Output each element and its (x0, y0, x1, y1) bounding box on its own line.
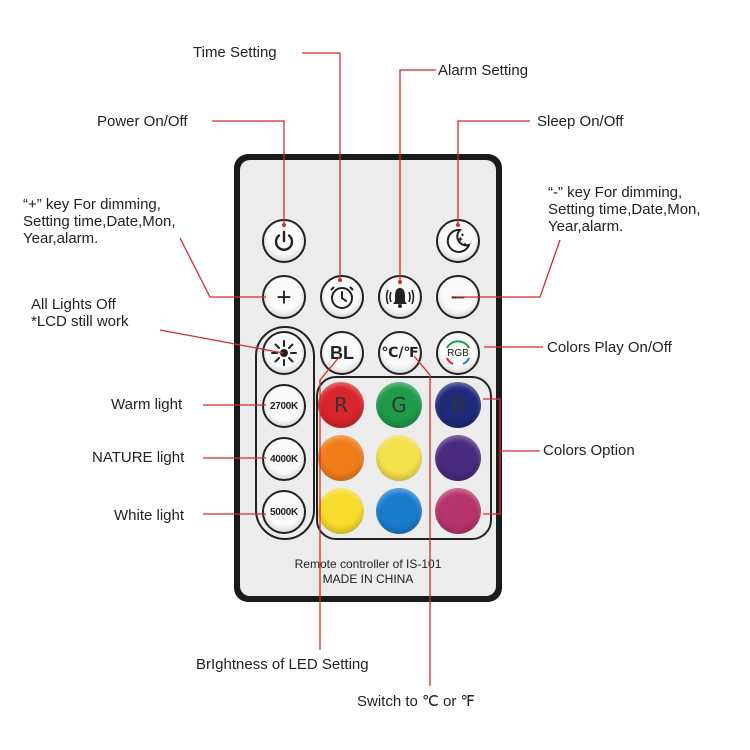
svg-text:✦: ✦ (460, 232, 465, 239)
svg-text:✦: ✦ (462, 241, 468, 249)
color-button[interactable] (376, 435, 422, 481)
label-colors-option: Colors Option (543, 442, 635, 459)
power-button[interactable] (262, 219, 306, 263)
label-time-setting: Time Setting (193, 44, 277, 61)
label-power: Power On/Off (97, 113, 188, 130)
label-brightness: BrIghtness of LED Setting (196, 656, 369, 673)
rgb-cycle-icon (446, 340, 470, 365)
minus-label: − (450, 281, 466, 312)
label-white: White light (114, 507, 185, 524)
color-button[interactable] (318, 488, 364, 534)
color-button[interactable] (376, 488, 422, 534)
label-minus-key-line: Setting time,Date,Mon, (548, 201, 701, 218)
label-all-off: All Lights Off *LCD still work (31, 296, 191, 330)
color-button-label: B (451, 393, 465, 417)
plus-label: + (276, 281, 292, 312)
color-button-label: R (334, 393, 348, 417)
label-alarm-setting: Alarm Setting (438, 62, 529, 79)
clock-icon (330, 286, 354, 309)
brightness-button[interactable]: BL (320, 331, 364, 375)
rgb-label: RGB (447, 347, 469, 359)
label-all-off-line: All Lights Off (31, 296, 116, 313)
label-plus-key-line: Setting time,Date,Mon, (23, 213, 176, 230)
color-button[interactable] (435, 435, 481, 481)
bl-label: BL (330, 342, 354, 363)
nature-light-button[interactable]: 4000K (262, 437, 306, 481)
label-minus-key: “-” key For dimming, Setting time,Date,M… (548, 184, 738, 235)
temp-unit-button[interactable]: ℃/℉ (378, 331, 422, 375)
alarm-bell-icon (385, 288, 415, 308)
label-plus-key-line: “+” key For dimming, (23, 196, 161, 213)
k5000-label: 5000K (270, 506, 298, 518)
remote-origin-text: MADE IN CHINA (322, 572, 414, 586)
k4000-label: 4000K (270, 453, 298, 465)
white-light-button[interactable]: 5000K (262, 490, 306, 534)
label-colors-play: Colors Play On/Off (547, 339, 672, 356)
label-warm: Warm light (111, 396, 183, 413)
label-plus-key-line: Year,alarm. (23, 230, 99, 247)
plus-button[interactable]: + (262, 275, 306, 319)
color-button[interactable] (435, 488, 481, 534)
sleep-button[interactable]: ✦ ✦ ✦ (436, 219, 480, 263)
colors-play-button[interactable]: RGB (436, 331, 480, 375)
warm-light-button[interactable]: 2700K (262, 384, 306, 428)
time-setting-button[interactable] (320, 275, 364, 319)
label-switch-temp: Switch to ℃ or ℉ (357, 693, 475, 710)
color-button[interactable]: B (435, 382, 481, 428)
color-button[interactable] (318, 435, 364, 481)
minus-button[interactable]: − (436, 275, 480, 319)
svg-text:✦: ✦ (457, 235, 464, 244)
temp-unit-label: ℃/℉ (381, 345, 419, 361)
sun-icon (271, 340, 297, 366)
color-button-label: G (391, 393, 407, 417)
color-button[interactable]: R (318, 382, 364, 428)
label-sleep: Sleep On/Off (537, 113, 624, 130)
k2700-label: 2700K (270, 400, 298, 412)
power-icon (274, 230, 294, 251)
label-minus-key-line: Year,alarm. (548, 218, 624, 235)
all-lights-off-button[interactable] (262, 331, 306, 375)
label-all-off-line: *LCD still work (31, 313, 129, 330)
kelvin-button-group (255, 326, 315, 540)
alarm-setting-button[interactable] (378, 275, 422, 319)
color-button[interactable]: G (376, 382, 422, 428)
remote-model-text: Remote controller of IS-101 (294, 557, 442, 571)
moon-stars-icon: ✦ ✦ ✦ (446, 228, 471, 253)
label-plus-key: “+” key For dimming, Setting time,Date,M… (23, 196, 213, 247)
label-nature: NATURE light (92, 449, 185, 466)
label-minus-key-line: “-” key For dimming, (548, 184, 683, 201)
